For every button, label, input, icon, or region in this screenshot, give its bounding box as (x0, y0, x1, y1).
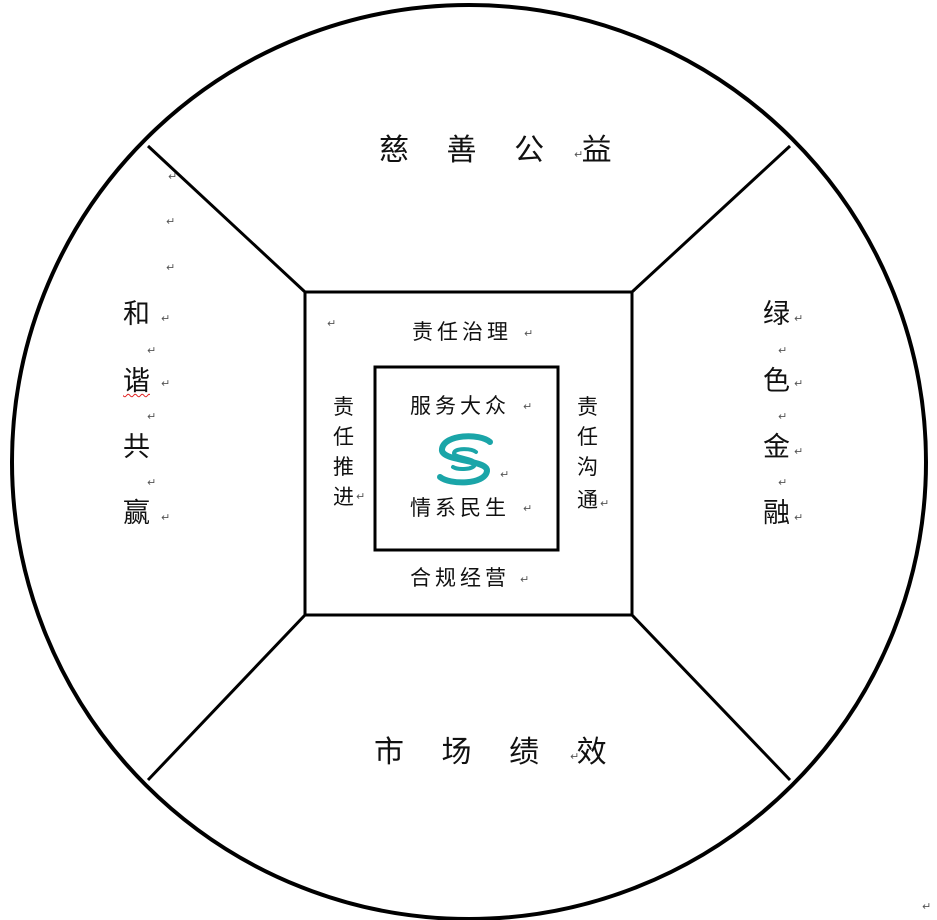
paragraph-mark: ↵ (794, 445, 804, 458)
label-responsibility-promotion-char: 责 (333, 395, 354, 419)
divider-bottom-right (630, 613, 792, 782)
paragraph-mark: ↵ (523, 400, 533, 413)
label-responsibility-promotion-char: 推 (333, 455, 354, 479)
label-serve-public: 服务大众 (410, 394, 510, 418)
paragraph-mark: ↵ (147, 476, 157, 489)
divider-top-right (630, 144, 792, 294)
label-responsibility-communication-char: 任 (577, 425, 598, 449)
paragraph-mark: ↵ (166, 261, 176, 274)
paragraph-mark: ↵ (356, 490, 366, 503)
paragraph-mark: ↵ (520, 573, 530, 586)
middle-square (303, 290, 634, 617)
paragraph-mark: ↵ (523, 502, 533, 515)
paragraph-mark: ↵ (922, 900, 932, 913)
paragraph-mark: ↵ (794, 511, 804, 524)
divider-top-left (146, 144, 307, 294)
paragraph-mark: ↵ (778, 344, 788, 357)
label-responsibility-promotion-char: 进 (333, 485, 354, 509)
label-green-finance-char: 融 (763, 498, 790, 529)
paragraph-mark: ↵ (166, 215, 176, 228)
label-responsibility-communication-char: 责 (577, 395, 598, 419)
paragraph-mark: ↵ (794, 312, 804, 325)
outer-circle (10, 3, 928, 920)
label-harmony-char: 谐 (123, 366, 150, 397)
paragraph-mark: ↵ (778, 410, 788, 423)
label-care-livelihood: 情系民生 (410, 496, 510, 520)
paragraph-mark: ↵ (147, 344, 157, 357)
logo-icon (437, 433, 493, 486)
label-responsibility-communication-char: 通 (577, 488, 598, 512)
paragraph-mark: ↵ (794, 377, 804, 390)
paragraph-mark: ↵ (168, 170, 178, 183)
paragraph-mark: ↵ (778, 476, 788, 489)
label-harmony-char: 赢 (123, 498, 150, 529)
divider-bottom-left (146, 613, 307, 782)
paragraph-mark: ↵ (147, 410, 157, 423)
paragraph-mark: ↵ (327, 317, 337, 330)
label-compliance-operation: 合规经营 (410, 566, 510, 590)
label-market-performance: 市 场 绩 效 (374, 735, 621, 770)
label-green-finance-char: 色 (763, 366, 790, 397)
paragraph-mark: ↵ (524, 327, 534, 340)
label-green-finance-char: 绿 (763, 299, 790, 330)
paragraph-mark: ↵ (161, 377, 171, 390)
label-responsibility-governance: 责任治理 (412, 320, 512, 344)
label-green-finance-char: 金 (763, 432, 790, 463)
label-harmony-char: 和 (123, 299, 150, 330)
label-harmony-char: 共 (123, 432, 150, 463)
paragraph-mark: ↵ (570, 750, 580, 763)
label-responsibility-communication-char: 沟 (577, 455, 598, 479)
paragraph-mark: ↵ (161, 511, 171, 524)
inner-square (373, 365, 560, 552)
paragraph-mark: ↵ (500, 468, 510, 481)
label-responsibility-promotion-char: 任 (333, 425, 354, 449)
paragraph-mark: ↵ (161, 312, 171, 325)
label-charity: 慈 善 公 益 (379, 133, 626, 168)
paragraph-mark: ↵ (574, 148, 584, 161)
paragraph-mark: ↵ (600, 497, 610, 510)
